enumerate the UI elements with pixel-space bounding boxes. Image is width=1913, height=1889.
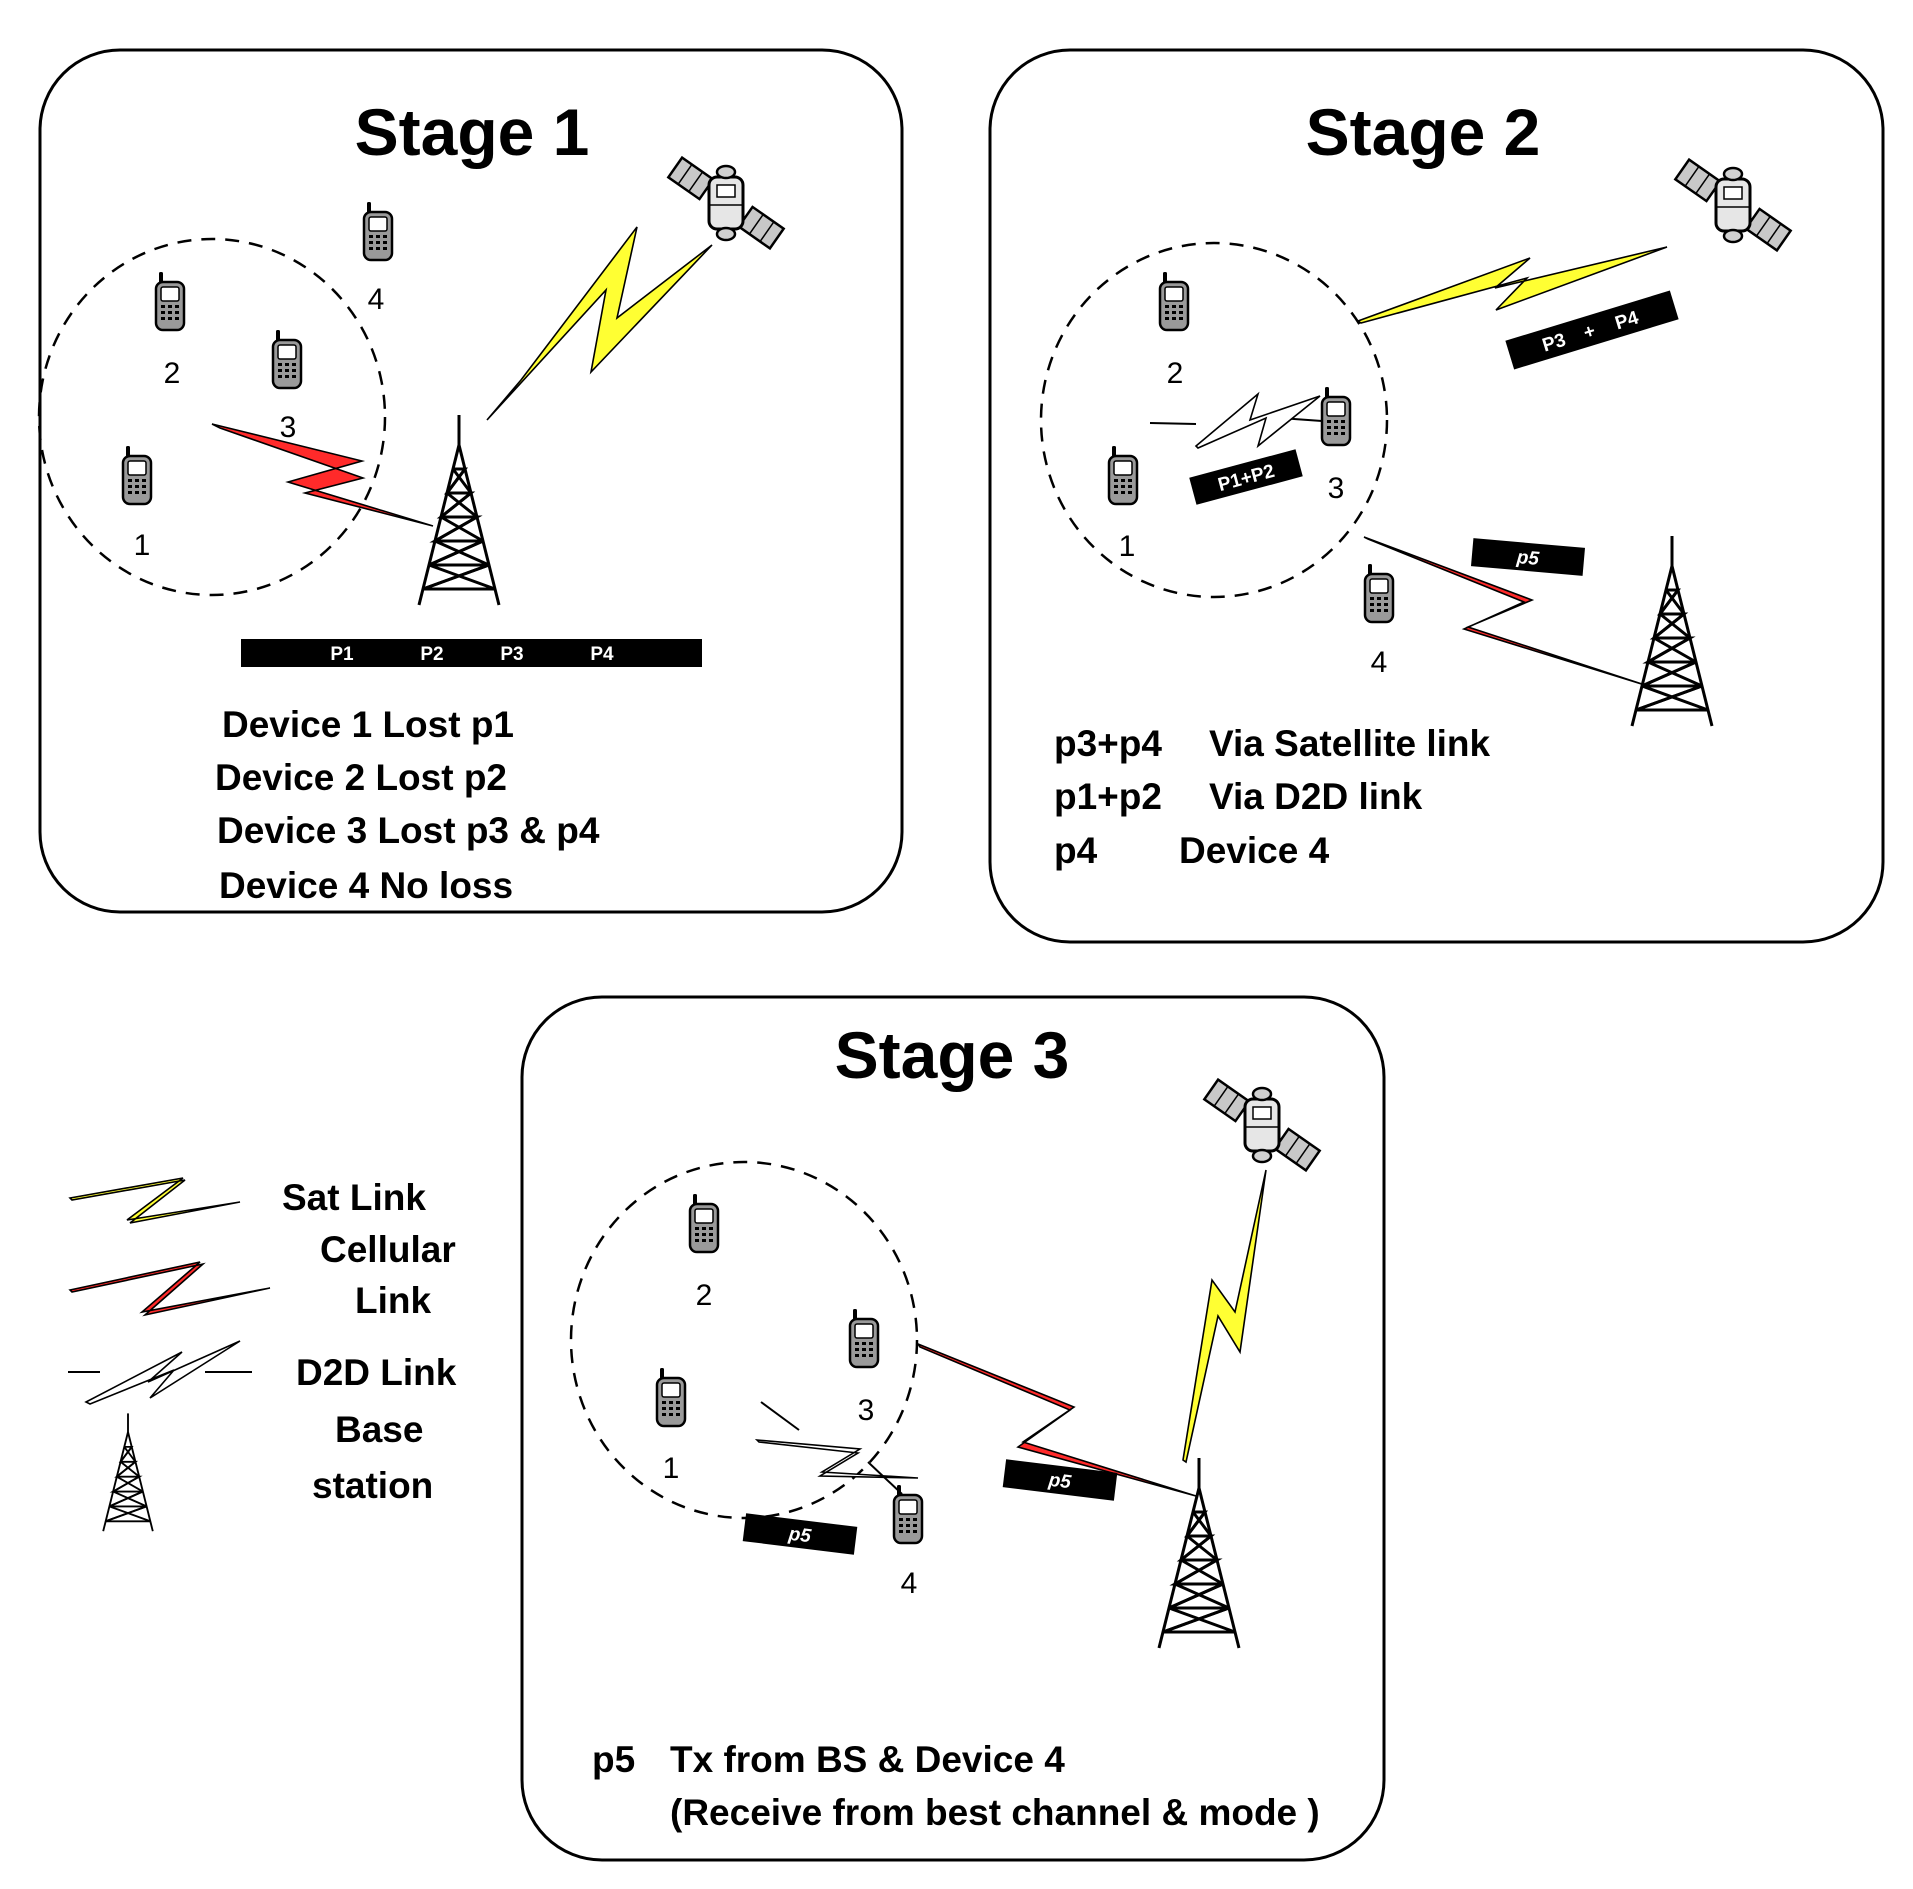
packet-label: P3 — [500, 644, 523, 665]
stage1-line: Device 4 No loss — [219, 865, 513, 906]
d2d-link-bolt-icon — [68, 1340, 252, 1405]
stage2-row-key: p3+p4 — [1054, 723, 1162, 764]
stage3-cluster — [569, 1160, 919, 1520]
stage1-line: Device 1 Lost p1 — [222, 704, 514, 745]
stage2-row-key: p1+p2 — [1054, 776, 1162, 817]
stage2-row-value: Via D2D link — [1209, 776, 1423, 817]
stage3-frame — [520, 995, 1386, 1862]
device-label: 4 — [368, 283, 385, 316]
stage3-cell-packet-bar: p5 — [1002, 1459, 1118, 1501]
legend-cellular: Link — [355, 1280, 431, 1321]
device-label: 3 — [858, 1394, 875, 1427]
packet-label: P4 — [590, 644, 614, 665]
cellular-link-bolt-icon — [1363, 536, 1649, 687]
device-label: 3 — [1328, 472, 1345, 505]
stage1-line: Device 3 Lost p3 & p4 — [217, 810, 600, 851]
stage3-panel: Stage 3 2 3 1 4 p5 p5 p5 Tx from BS & De… — [520, 995, 1386, 1862]
stage2-cluster — [1039, 241, 1389, 599]
stage3-title: Stage 3 — [835, 1018, 1070, 1092]
device-label: 4 — [901, 1567, 918, 1600]
device-label: 2 — [696, 1279, 713, 1312]
stage3-line-key: p5 — [592, 1739, 635, 1780]
d2d-link-bolt-icon — [754, 1401, 919, 1495]
legend-sat-link: Sat Link — [282, 1177, 426, 1218]
stage2-cell-packet-bar: p5 — [1470, 538, 1586, 576]
stage2-row-value: Device 4 — [1179, 830, 1330, 871]
packet-label: p5 — [1515, 547, 1540, 570]
cellular-link-bolt-icon — [915, 1342, 1197, 1497]
legend-d2d-link: D2D Link — [296, 1352, 457, 1393]
legend-cellular: Cellular — [320, 1229, 456, 1270]
sat-link-bolt-icon — [1182, 1169, 1267, 1464]
device-label: 3 — [280, 411, 297, 444]
device-label: 4 — [1371, 646, 1388, 679]
d2d-link-bolt-icon — [1149, 391, 1323, 449]
stage2-sat-packet-bar: P3 + P4 — [1505, 290, 1679, 370]
stage3-d2d-packet-bar: p5 — [742, 1513, 858, 1555]
stage1-line: Device 2 Lost p2 — [215, 757, 507, 798]
legend-base-station: station — [312, 1465, 433, 1506]
device-label: 1 — [134, 529, 151, 562]
sat-link-bolt-icon — [68, 1177, 241, 1224]
stage3-line-value: Tx from BS & Device 4 — [670, 1739, 1065, 1780]
packet-label: P2 — [420, 644, 443, 665]
stage2-panel: Stage 2 2 3 1 4 P3 + P4 P1+P2 — [988, 48, 1885, 944]
device-label: 1 — [1119, 530, 1136, 563]
stage1-cluster — [37, 237, 387, 597]
stage1-panel: Stage 1 4 2 3 1 P1 P2 P3 P4 Device 1 Los… — [37, 48, 904, 914]
stage1-title: Stage 1 — [355, 95, 590, 169]
packet-label: p5 — [787, 1524, 813, 1548]
stage2-row-key: p4 — [1054, 830, 1098, 871]
sat-link-bolt-icon — [486, 226, 713, 421]
packet-label: P1 — [330, 644, 354, 665]
base-station-icon — [102, 1412, 154, 1533]
cellular-link-bolt-icon — [68, 1261, 271, 1317]
device-label: 2 — [164, 357, 181, 390]
packet-label: p5 — [1047, 1470, 1073, 1494]
stage1-packet-bar — [241, 639, 702, 667]
legend: Sat Link Cellular Link D2D Link Base sta… — [68, 1177, 457, 1533]
cellular-link-bolt-icon — [211, 423, 434, 527]
sat-link-bolt-icon — [1356, 246, 1668, 324]
stage3-line: (Receive from best channel & mode ) — [670, 1792, 1320, 1833]
stage2-row-value: Via Satellite link — [1209, 723, 1490, 764]
stage2-title: Stage 2 — [1306, 95, 1541, 169]
stage2-frame — [988, 48, 1885, 944]
legend-base-station: Base — [335, 1409, 423, 1450]
device-label: 1 — [663, 1452, 680, 1485]
device-label: 2 — [1167, 357, 1184, 390]
